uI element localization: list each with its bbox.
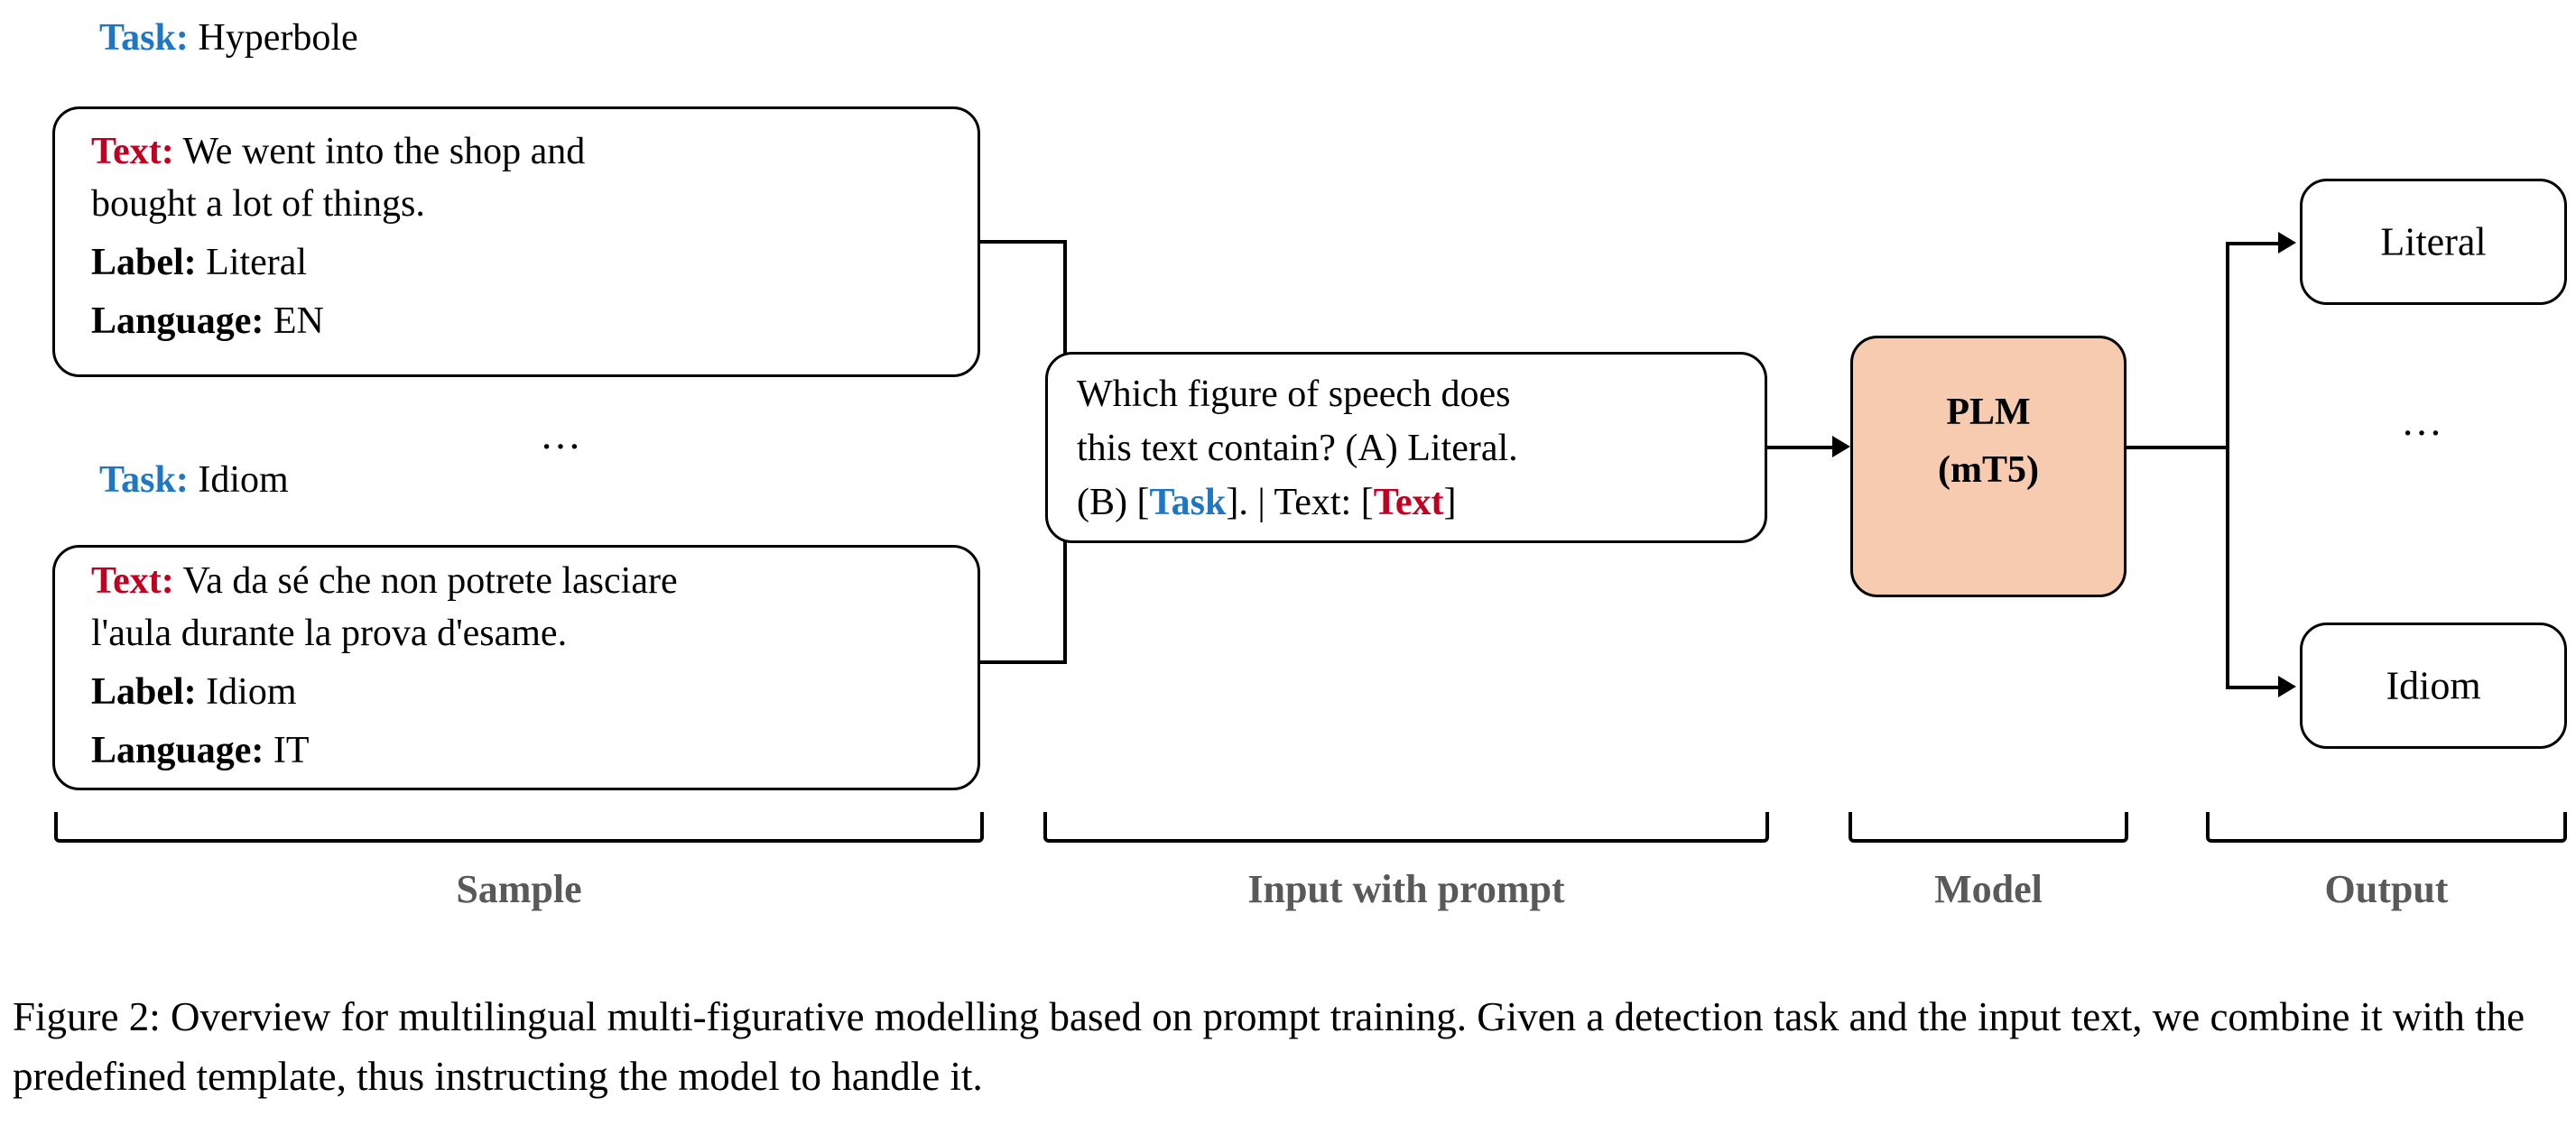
connector-sample1-out <box>980 240 1067 244</box>
prompt-line-3-prefix: (B) [ <box>1077 482 1150 523</box>
sample-1-task-heading: Task: Hyperbole <box>99 16 358 60</box>
output-box-idiom: Idiom <box>2300 623 2567 749</box>
arrow-into-model-icon <box>1832 436 1850 457</box>
bracket-model <box>1849 812 2128 843</box>
bracket-output <box>2206 812 2567 843</box>
arrow-into-output-1-icon <box>2278 232 2296 254</box>
task-value: Hyperbole <box>198 17 358 59</box>
sample-2-language-line: Language: IT <box>91 724 310 777</box>
model-variant: (mT5) <box>1938 449 2039 491</box>
text-keyword: Text: <box>91 560 174 602</box>
text-value-line-1: We went into the shop and <box>182 131 586 172</box>
connector-model-out <box>2127 446 2229 449</box>
prompt-line-3-suffix: ] <box>1443 482 1457 523</box>
sample-1-text-line-2: bought a lot of things. <box>91 183 425 225</box>
sample-2-task-heading: Task: Idiom <box>99 458 289 502</box>
text-value-line-1: Va da sé che non potrete lasciare <box>182 560 678 602</box>
language-keyword: Language: <box>91 300 264 342</box>
task-keyword: Task: <box>99 459 189 501</box>
connector-sample2-out <box>980 660 1067 664</box>
model-box: PLM (mT5) <box>1850 336 2127 597</box>
bracket-sample <box>54 812 984 843</box>
sample-1-language-line: Language: EN <box>91 295 324 347</box>
output-label-literal: Literal <box>2380 219 2487 264</box>
section-label-model: Model <box>1934 867 2043 911</box>
task-keyword: Task: <box>99 17 189 59</box>
connector-bus-to-output-2 <box>2226 686 2282 689</box>
prompt-line-3: (B) [Task]. | Text: [Text] <box>1077 475 1456 530</box>
outputs-ellipsis: … <box>2401 398 2448 444</box>
section-label-output: Output <box>2324 867 2449 911</box>
samples-ellipsis: … <box>540 411 587 457</box>
sample-1-text-line-1: Text: We went into the shop and <box>91 125 585 178</box>
arrow-into-output-2-icon <box>2278 676 2296 697</box>
sample-2-text-line-1: Text: Va da sé che non potrete lasciare <box>91 555 678 607</box>
task-value: Idiom <box>198 459 289 501</box>
connector-prompt-to-model <box>1767 446 1839 449</box>
prompt-line-3-middle: ]. | Text: [ <box>1226 482 1374 523</box>
prompt-line-1: Which figure of speech does <box>1077 374 1511 415</box>
label-value: Idiom <box>206 671 297 713</box>
language-value: EN <box>273 300 324 342</box>
figure-caption: Figure 2: Overview for multilingual mult… <box>13 994 2525 1099</box>
label-value: Literal <box>206 242 308 283</box>
output-label-idiom: Idiom <box>2386 663 2481 708</box>
section-label-input-with-prompt: Input with prompt <box>1247 867 1565 911</box>
section-label-sample: Sample <box>456 867 582 911</box>
connector-bus-to-output-1 <box>2226 242 2282 245</box>
language-value: IT <box>273 730 310 771</box>
label-keyword: Label: <box>91 242 197 283</box>
connector-output-bus <box>2226 242 2229 687</box>
sample-2-text-line-2: l'aula durante la prova d'esame. <box>91 613 568 654</box>
sample-2-label-line: Label: Idiom <box>91 666 297 718</box>
bracket-input-with-prompt <box>1043 812 1769 843</box>
text-keyword: Text: <box>91 131 174 172</box>
prompt-task-slot: Task <box>1149 482 1227 523</box>
language-keyword: Language: <box>91 730 264 771</box>
label-keyword: Label: <box>91 671 197 713</box>
prompt-line-2: this text contain? (A) Literal. <box>1077 428 1518 469</box>
prompt-box: Which figure of speech does this text co… <box>1045 352 1767 543</box>
sample-1-label-line: Label: Literal <box>91 236 307 289</box>
sample-box-2: Text: Va da sé che non potrete lasciare … <box>52 545 980 790</box>
model-name: PLM <box>1946 392 2031 433</box>
sample-box-1: Text: We went into the shop and bought a… <box>52 106 980 377</box>
output-box-literal: Literal <box>2300 179 2567 305</box>
prompt-text-slot: Text <box>1373 482 1444 523</box>
